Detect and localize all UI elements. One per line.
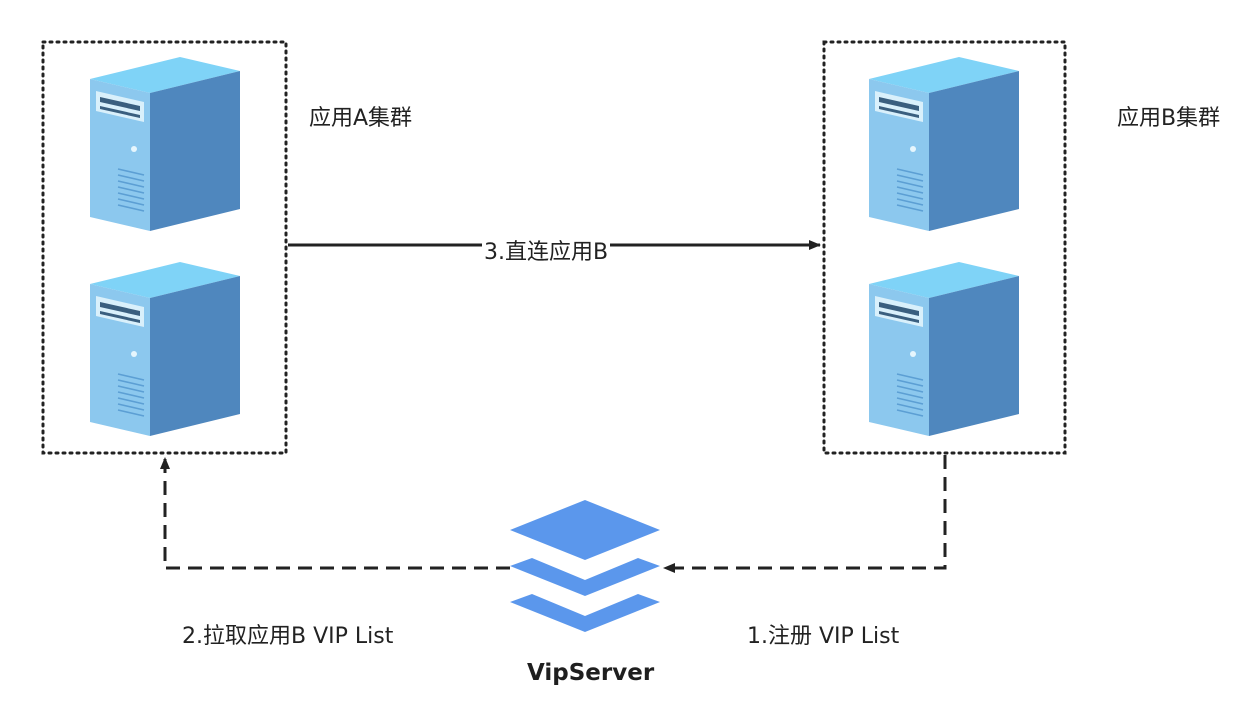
vipserver-layers-icon [510,500,660,632]
register-arrow [663,455,947,573]
register-vip-list-label: 1.注册 VIP List [747,624,900,649]
server-b2-icon [868,261,1020,437]
vipserver-label: VipServer [527,660,655,686]
direct-connect-label: 3.直连应用B [482,234,611,266]
cluster-a-frame [41,40,288,455]
cluster-b-label: 应用B集群 [1117,106,1221,131]
server-a2-icon [89,261,241,437]
pull-vip-list-label: 2.拉取应用B VIP List [182,624,394,649]
pull-arrow [160,457,510,570]
cluster-a-label: 应用A集群 [309,106,413,131]
server-a1-icon [89,56,241,232]
server-b1-icon [868,56,1020,232]
cluster-b-frame [822,40,1067,455]
